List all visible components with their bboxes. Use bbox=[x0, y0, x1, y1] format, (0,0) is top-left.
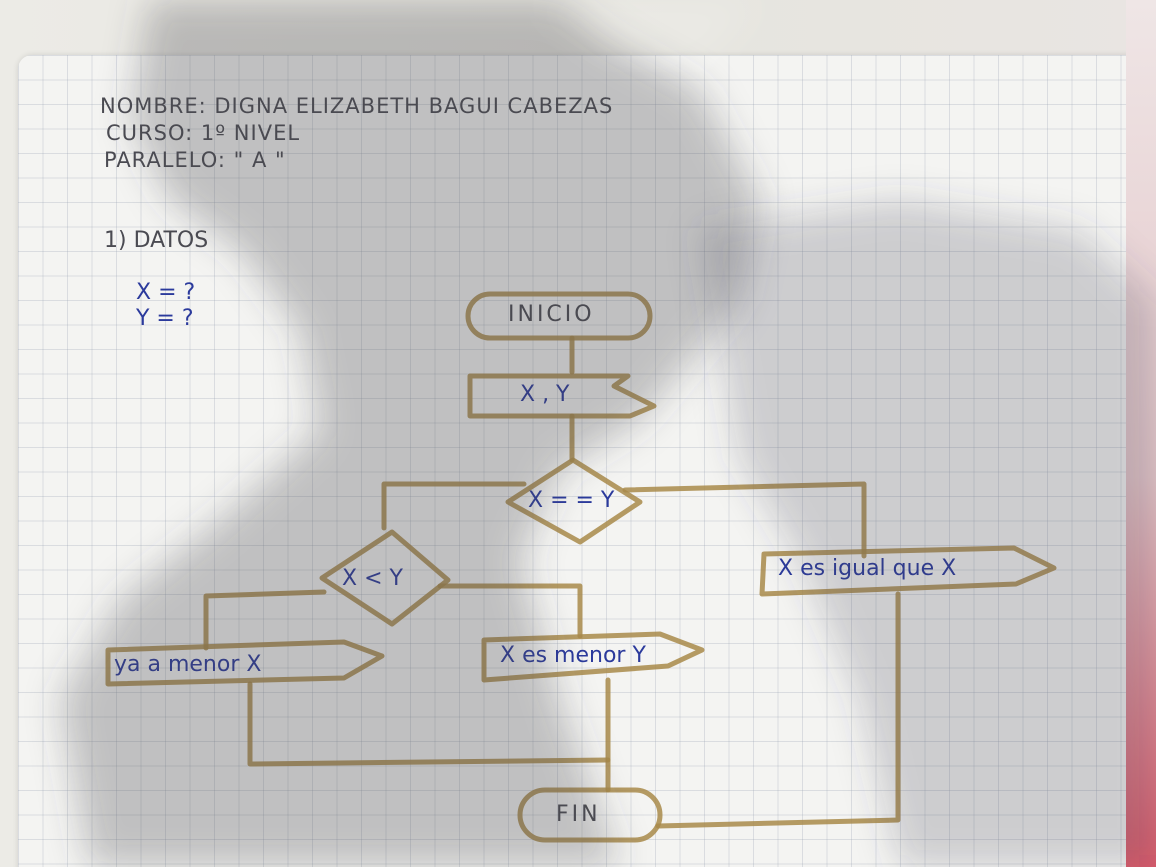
input-label: X , Y bbox=[520, 382, 570, 407]
connector-line bbox=[655, 591, 901, 829]
connector-line bbox=[622, 481, 867, 559]
output-right-label: X es igual que X bbox=[778, 556, 957, 581]
connector-line bbox=[437, 583, 583, 639]
output-left-label: ya a menor X bbox=[114, 652, 262, 677]
decision-less-label: X < Y bbox=[342, 566, 403, 591]
connector-line bbox=[247, 681, 611, 767]
start-label: INICIO bbox=[508, 302, 595, 327]
connector-line bbox=[381, 481, 527, 531]
end-label: FIN bbox=[556, 802, 601, 827]
decision-equal-label: X = = Y bbox=[528, 488, 615, 513]
output-middle-label: X es menor Y bbox=[500, 643, 646, 668]
connector-line bbox=[203, 589, 327, 651]
